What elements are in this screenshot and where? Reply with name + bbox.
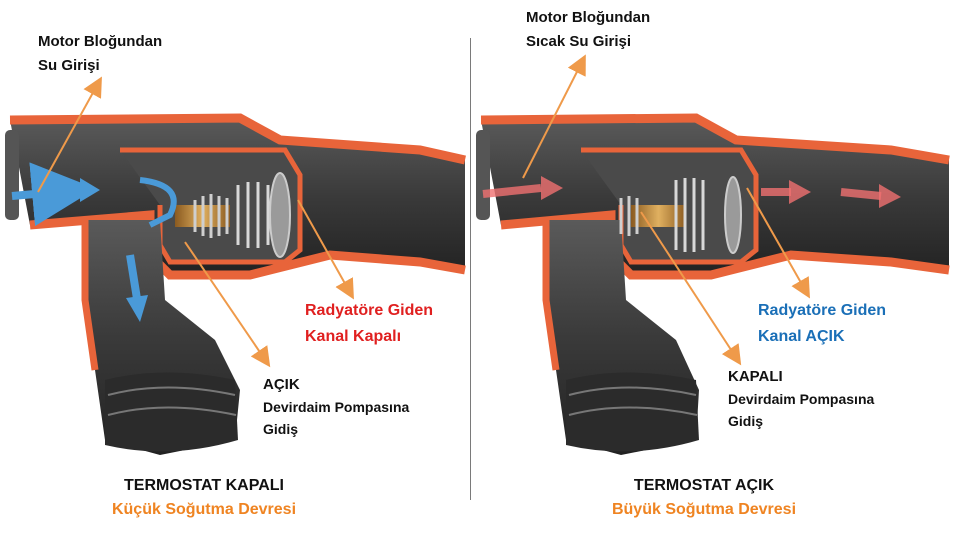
radiator-channel-label: Radyatöre Giden Kanal AÇIK — [758, 298, 886, 350]
radiator-label-line-2: Kanal Kapalı — [305, 328, 402, 345]
inlet-label-line-2: Su Girişi — [38, 57, 100, 74]
leader-lines — [522, 54, 810, 366]
leader-lines — [37, 76, 354, 368]
pump-label-line-2: Gidiş — [263, 421, 299, 437]
housing-body — [5, 113, 466, 280]
pump-label-line-1: Devirdaim Pompasına — [263, 399, 410, 415]
closed-caption: TERMOSTAT KAPALI Küçük Soğutma Devresi — [84, 474, 324, 522]
engine-inlet-label: Motor Bloğundan Su Girişi — [38, 30, 162, 78]
coolant-flow-arrows — [482, 176, 901, 208]
pump-state-label: AÇIK — [263, 376, 300, 393]
radiator-label-line-2: Kanal AÇIK — [758, 328, 845, 345]
coolant-flow-arrows — [11, 162, 177, 322]
inlet-label-line-2: Sıcak Su Girişi — [526, 33, 632, 50]
thermostat-closed-illustration — [5, 76, 466, 455]
pump-outlet-pipe — [81, 220, 240, 455]
pump-outlet-pipe — [542, 220, 699, 455]
caption-subtitle: Büyük Soğutma Devresi — [611, 501, 797, 518]
pump-label-line-1: Devirdaim Pompasına — [728, 391, 875, 407]
thermostat-valve — [175, 172, 291, 258]
caption-title: TERMOSTAT KAPALI — [124, 477, 284, 494]
thermostat-open-panel: Motor Bloğundan Sıcak Su Girişi Radyatör… — [471, 0, 955, 539]
engine-inlet-label: Motor Bloğundan Sıcak Su Girişi — [526, 6, 650, 54]
thermostat-valve — [619, 176, 742, 254]
inlet-label-line-1: Motor Bloğundan — [526, 9, 651, 26]
pump-outlet-label: AÇIK Devirdaim Pompasına Gidiş — [263, 374, 409, 440]
caption-title: TERMOSTAT AÇIK — [633, 477, 775, 494]
inlet-label-line-1: Motor Bloğundan — [38, 33, 163, 50]
radiator-label-line-1: Radyatöre Giden — [305, 302, 434, 319]
pump-state-label: KAPALI — [728, 368, 783, 385]
radiator-channel-label: Radyatöre Giden Kanal Kapalı — [305, 298, 433, 350]
thermostat-open-illustration — [476, 54, 950, 455]
pump-label-line-2: Gidiş — [728, 413, 764, 429]
panel-divider — [470, 38, 471, 500]
thermostat-closed-panel: Motor Bloğundan Su Girişi Radyatöre Gide… — [0, 0, 470, 539]
pump-outlet-label: KAPALI Devirdaim Pompasına Gidiş — [728, 366, 874, 432]
open-caption: TERMOSTAT AÇIK Büyük Soğutma Devresi — [584, 474, 824, 522]
radiator-label-line-1: Radyatöre Giden — [758, 302, 887, 319]
caption-subtitle: Küçük Soğutma Devresi — [111, 501, 297, 518]
